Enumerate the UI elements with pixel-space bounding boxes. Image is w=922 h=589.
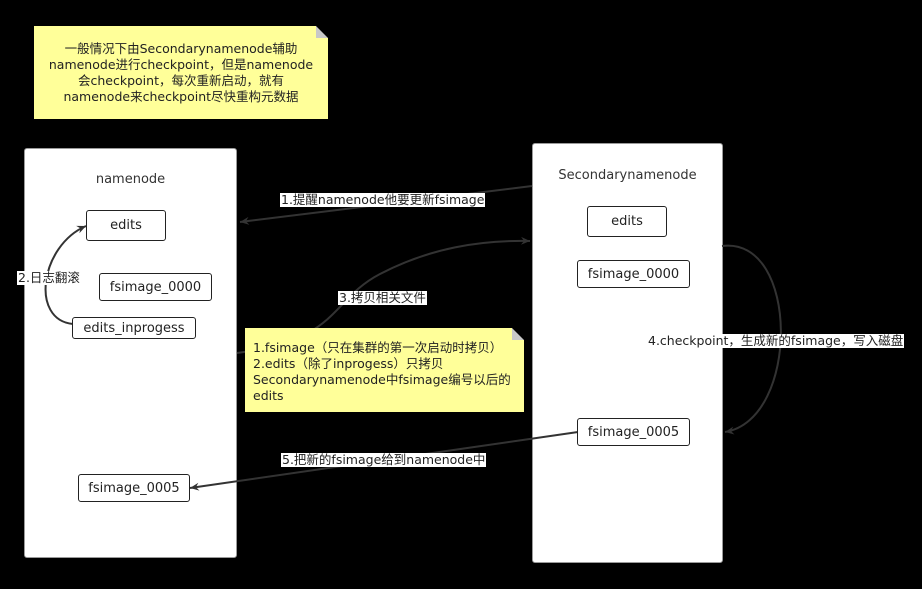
copy-note-line-2: 2.edits（除了inprogess）只拷贝 [253, 356, 444, 371]
label-step3: 3.拷贝相关文件 [338, 290, 427, 305]
label-step4: 4.checkpoint，生成新的fsimage，写入磁盘 [647, 333, 905, 348]
note-fold [316, 26, 328, 38]
copy-note-line-4: edits [253, 388, 284, 403]
copy-note-fold [512, 328, 524, 340]
label-step2: 2.日志翻滚 [17, 270, 81, 285]
namenode-title: namenode [95, 172, 166, 187]
secondary-fsimage-0005[interactable]: fsimage_0005 [577, 418, 690, 446]
intro-note-line-1: 一般情况下由Secondarynamenode辅助 [64, 41, 298, 56]
namenode-edits[interactable]: edits [86, 210, 166, 241]
copy-note: 1.fsimage（只在集群的第一次启动时拷贝） 2.edits（除了inpro… [245, 328, 524, 412]
namenode-fsimage-0000[interactable]: fsimage_0000 [99, 273, 212, 301]
intro-note-line-3: 会checkpoint，每次重新启动，就有 [78, 73, 284, 88]
intro-note-line-4: namenode来checkpoint尽快重构元数据 [63, 89, 299, 104]
namenode-edits-inprogess[interactable]: edits_inprogess [72, 317, 196, 339]
intro-note-line-2: namenode进行checkpoint，但是namenode [48, 57, 314, 72]
copy-note-line-3: Secondarynamenode中fsimage编号以后的 [253, 372, 511, 387]
arrow-step4 [721, 244, 782, 435]
secondary-edits[interactable]: edits [587, 206, 667, 237]
secondarynamenode-title: Secondarynamenode [558, 168, 697, 183]
copy-note-line-1: 1.fsimage（只在集群的第一次启动时拷贝） [253, 340, 503, 355]
secondary-fsimage-0000[interactable]: fsimage_0000 [577, 260, 690, 288]
intro-note: 一般情况下由Secondarynamenode辅助 namenode进行chec… [34, 26, 328, 119]
label-step1: 1.提醒namenode他要更新fsimage [280, 192, 486, 207]
label-step5: 5.把新的fsimage给到namenode中 [281, 452, 487, 467]
namenode-fsimage-0005[interactable]: fsimage_0005 [78, 474, 190, 502]
